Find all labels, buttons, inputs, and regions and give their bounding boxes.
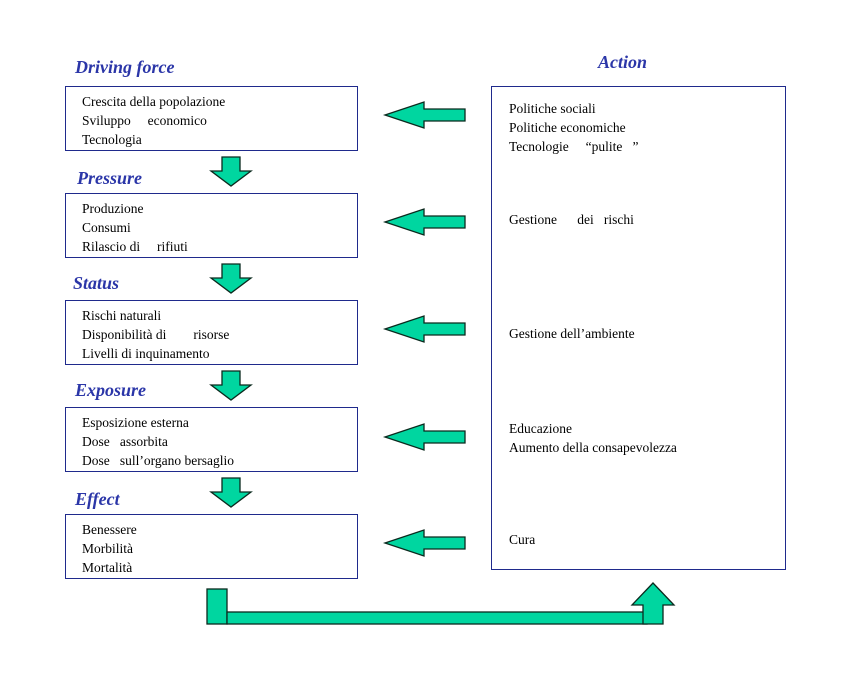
- pressure-box: Produzione Consumi Rilascio di rifiuti: [65, 193, 358, 258]
- action-item: Tecnologie “pulite ”: [509, 139, 639, 154]
- action-item: Aumento della consapevolezza: [509, 440, 677, 455]
- down-arrow-icon: [209, 477, 253, 508]
- exposure-box: Esposizione esterna Dose assorbita Dose …: [65, 407, 358, 472]
- down-arrow-icon: [209, 263, 253, 294]
- pressure-item: Produzione: [82, 201, 144, 216]
- action-item: Cura: [509, 532, 536, 547]
- status-item: Rischi naturali: [82, 308, 162, 323]
- status-item: Disponibilità di risorse: [82, 327, 230, 342]
- stage-label-effect: Effect: [75, 489, 120, 509]
- left-arrow-icon: [382, 529, 466, 557]
- left-arrow-icon: [382, 423, 466, 451]
- exposure-item: Dose sull’organo bersaglio: [82, 453, 234, 468]
- left-arrow-icon: [382, 315, 466, 343]
- down-arrow-icon: [209, 370, 253, 401]
- action-title: Action: [598, 52, 648, 72]
- action-box: [491, 86, 786, 570]
- action-item: Gestione dei rischi: [509, 212, 634, 227]
- driving-force-box: Crescita della popolazione Sviluppo econ…: [65, 86, 358, 151]
- driving-force-item: Crescita della popolazione: [82, 94, 226, 109]
- effect-item: Benessere: [82, 522, 137, 537]
- effect-item: Morbilità: [82, 541, 133, 556]
- left-arrow-icon: [382, 101, 466, 129]
- action-item: Gestione dell’ambiente: [509, 326, 635, 341]
- driving-force-item: Tecnologia: [82, 132, 142, 147]
- stage-label-pressure: Pressure: [77, 168, 143, 188]
- effect-box: Benessere Morbilità Mortalità: [65, 514, 358, 579]
- left-arrow-icon: [382, 208, 466, 236]
- status-box: Rischi naturali Disponibilità di risorse…: [65, 300, 358, 365]
- effect-item: Mortalità: [82, 560, 133, 575]
- stage-label-driving-force: Driving force: [75, 57, 175, 77]
- driving-force-item: Sviluppo economico: [82, 113, 207, 128]
- feedback-stub: [206, 588, 228, 625]
- action-item: Politiche economiche: [509, 120, 626, 135]
- pressure-item: Rilascio di rifiuti: [82, 239, 188, 254]
- exposure-item: Esposizione esterna: [82, 415, 189, 430]
- up-arrow-icon: [630, 582, 676, 625]
- status-item: Livelli di inquinamento: [82, 346, 210, 361]
- action-item: Educazione: [509, 421, 572, 436]
- stage-label-exposure: Exposure: [75, 380, 147, 400]
- exposure-item: Dose assorbita: [82, 434, 168, 449]
- stage-label-status: Status: [73, 273, 120, 293]
- down-arrow-icon: [209, 156, 253, 187]
- pressure-item: Consumi: [82, 220, 131, 235]
- feedback-bar: [226, 611, 648, 625]
- action-item: Politiche sociali: [509, 101, 596, 116]
